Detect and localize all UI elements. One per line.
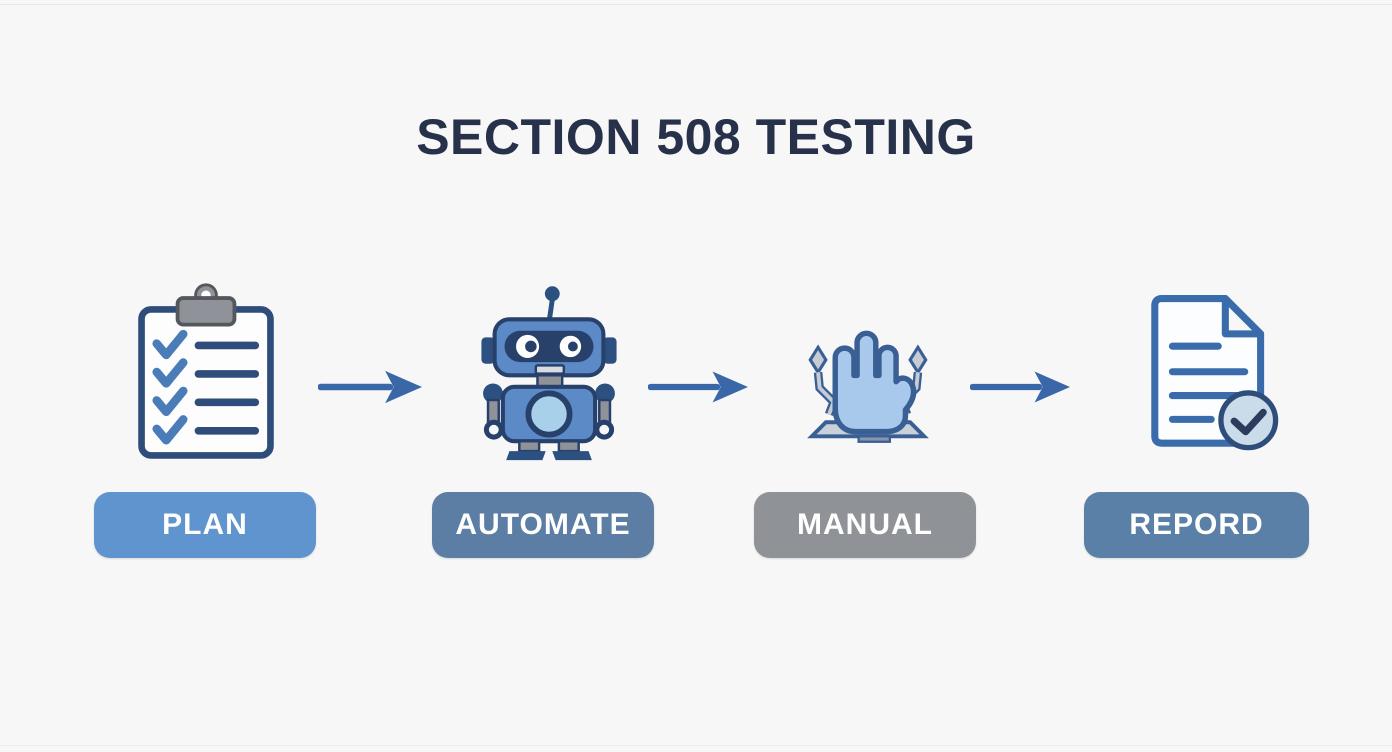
hand-stop-icon [790, 296, 946, 458]
document-check-icon [1114, 288, 1282, 452]
top-edge-divider [0, 4, 1392, 5]
robot-icon [466, 283, 632, 461]
arrow-right-icon [648, 368, 748, 406]
stage-label-automate: AUTOMATE [432, 492, 654, 558]
clipboard-checklist-icon [130, 281, 282, 463]
stage-label-plan: PLAN [94, 492, 316, 558]
stage-label-report: REPORD [1084, 492, 1309, 558]
arrow-right-icon [318, 368, 422, 406]
arrow-right-icon [970, 368, 1070, 406]
stage-label-manual: MANUAL [754, 492, 976, 558]
bottom-edge-divider [0, 745, 1392, 746]
page-title: SECTION 508 TESTING [416, 109, 976, 165]
